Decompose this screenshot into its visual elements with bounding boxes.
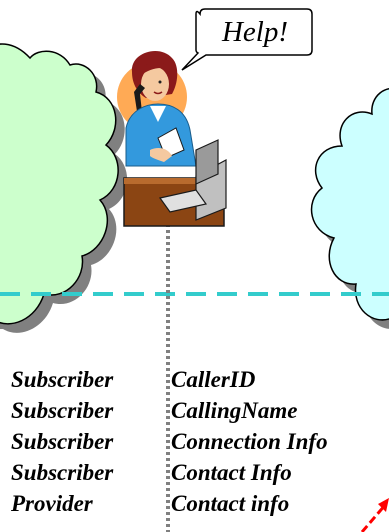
info-row-item: Contact info — [171, 491, 290, 516]
red-dashed-arrow — [360, 498, 389, 532]
info-row-owner: Subscriber — [11, 460, 114, 485]
right-cloud-body — [310, 88, 389, 321]
info-row-item: Connection Info — [171, 429, 328, 454]
info-row-owner: Subscriber — [11, 429, 114, 454]
computer-terminal-icon — [158, 139, 227, 221]
right-network-cloud — [310, 88, 389, 329]
speech-bubble — [181, 8, 313, 71]
info-row-item: CallerID — [171, 367, 256, 392]
info-row-owner: Subscriber — [11, 367, 114, 392]
info-row-owner: Provider — [11, 491, 93, 516]
left-network-cloud — [0, 43, 128, 333]
info-row-item: Contact Info — [171, 460, 292, 485]
info-row-item: CallingName — [171, 398, 298, 423]
info-row-owner: Subscriber — [11, 398, 114, 423]
help-callout-text: Help! — [221, 16, 289, 48]
